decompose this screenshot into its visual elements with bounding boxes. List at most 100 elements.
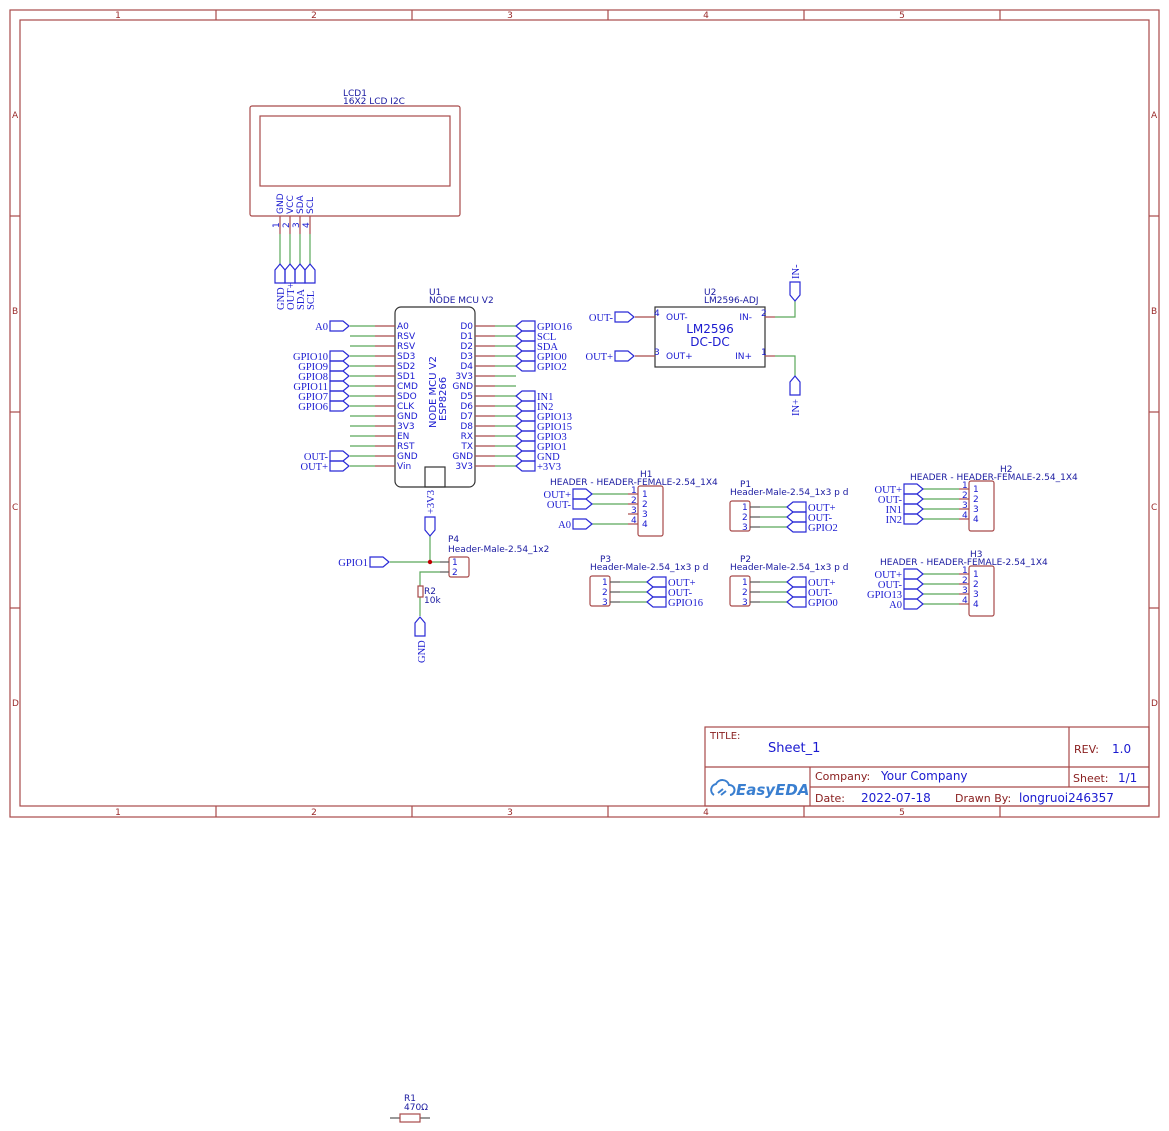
net-flag-gnd[interactable]: GND [414, 616, 428, 663]
p1-pin-num: 1 [742, 503, 748, 513]
net-flag-p1-gpio2[interactable]: GPIO2 [786, 521, 838, 534]
net-flag-p3-out-[interactable]: OUT- [646, 586, 693, 599]
net-flag-3v3[interactable]: +3V3 [424, 490, 437, 537]
net-flag-gpio1[interactable]: GPIO1 [338, 556, 390, 569]
net-flag-gpio11[interactable]: GPIO11 [293, 380, 350, 393]
p4-value: Header-Male-2.54_1x2 [448, 545, 549, 555]
svg-text:GPIO16: GPIO16 [537, 322, 572, 333]
net-flag-gpio0[interactable]: GPIO0 [515, 350, 567, 363]
p1-pin-num: 3 [742, 523, 748, 533]
sheet-label: Sheet: [1073, 772, 1109, 785]
net-flag-in1[interactable]: IN1 [515, 390, 553, 403]
svg-text:GPIO1: GPIO1 [338, 558, 368, 569]
net-flag-h3-out+[interactable]: OUT+ [874, 568, 924, 581]
r1-component[interactable]: R1 470Ω [390, 1094, 430, 1123]
net-flag-h2-in1[interactable]: IN1 [886, 503, 924, 516]
net-flag-h3-gpio13[interactable]: GPIO13 [867, 588, 924, 601]
net-flag-h1-out+[interactable]: OUT+ [543, 488, 593, 501]
net-flag-u2-out-[interactable]: OUT- [589, 311, 635, 324]
net-flag-p1-out+[interactable]: OUT+ [786, 501, 836, 514]
net-flag-a0[interactable]: A0 [315, 320, 350, 333]
net-flag-gpio16[interactable]: GPIO16 [515, 320, 572, 333]
svg-text:SCL: SCL [537, 332, 556, 343]
net-flag-gpio6[interactable]: GPIO6 [298, 400, 350, 413]
net-flag-h1-out-[interactable]: OUT- [547, 498, 593, 511]
net-flag-out-[interactable]: OUT- [304, 450, 350, 463]
svg-text:GPIO1: GPIO1 [537, 442, 567, 453]
net-flag-lcd-sda[interactable]: SDA [294, 263, 307, 310]
u1-left-pin-name: CLK [397, 402, 415, 412]
net-flag-p2-out+[interactable]: OUT+ [786, 576, 836, 589]
sheet-title: Sheet_1 [768, 741, 820, 756]
cloud-link-icon [710, 779, 736, 796]
net-flag-in2[interactable]: IN2 [515, 400, 553, 413]
lcd-pin-name: SCL [306, 197, 316, 214]
p1-ref: P1 [740, 480, 751, 490]
net-flag-in-plus[interactable]: IN+ [789, 375, 802, 416]
net-flag-gnd[interactable]: GND [515, 450, 560, 463]
net-flag-out+[interactable]: OUT+ [300, 460, 350, 473]
p4-r2-circuit[interactable]: P4 Header-Male-2.54_1x2 1 2 R2 10k GPIO1… [338, 490, 549, 663]
net-flag-p1-out-[interactable]: OUT- [786, 511, 833, 524]
net-flag-p3-gpio16[interactable]: GPIO16 [646, 596, 703, 609]
svg-text:OUT+: OUT+ [543, 490, 571, 501]
net-flag-gpio1[interactable]: GPIO1 [515, 440, 567, 453]
lcd1-component[interactable]: LCD1 16X2 LCD I2C GND1GNDVCC2OUT+SDA3SDA… [249, 89, 461, 310]
net-flag-gpio9[interactable]: GPIO9 [298, 360, 350, 373]
h3-pin-num: 2 [962, 576, 968, 586]
net-flag-in-minus[interactable]: IN- [789, 264, 802, 302]
net-flag-sda[interactable]: SDA [515, 340, 558, 353]
svg-text:GPIO16: GPIO16 [668, 598, 703, 609]
net-flag-gpio2[interactable]: GPIO2 [515, 360, 567, 373]
svg-text:OUT-: OUT- [304, 452, 329, 463]
net-flag-p2-out-[interactable]: OUT- [786, 586, 833, 599]
h3-pin-num: 3 [962, 586, 968, 596]
u1-right-pin-name: D1 [460, 332, 473, 342]
svg-text:OUT+: OUT+ [585, 352, 613, 363]
net-flag-gpio13[interactable]: GPIO13 [515, 410, 572, 423]
net-flag-+3v3[interactable]: +3V3 [515, 460, 561, 473]
net-flag-p3-out+[interactable]: OUT+ [646, 576, 696, 589]
drawn-by-label: Drawn By: [955, 792, 1011, 805]
net-flag-p2-gpio0[interactable]: GPIO0 [786, 596, 838, 609]
u1-left-pin-name: RST [397, 442, 415, 452]
net-flag-scl[interactable]: SCL [515, 330, 556, 343]
net-flag-h2-out+[interactable]: OUT+ [874, 483, 924, 496]
net-flag-h2-out-[interactable]: OUT- [878, 493, 924, 506]
u1-ref: U1 [429, 288, 441, 298]
net-flag-lcd-gnd[interactable]: GND [274, 263, 287, 310]
h2-pin-num: 1 [962, 481, 968, 491]
svg-text:OUT+: OUT+ [808, 578, 836, 589]
u1-left-pin-name: SD2 [397, 362, 415, 372]
u1-left-pin-name: SD3 [397, 352, 415, 362]
h2-pin-num: 4 [962, 511, 968, 521]
frame-row-label-right: C [1151, 503, 1157, 513]
net-flag-gpio10[interactable]: GPIO10 [293, 350, 350, 363]
easyeda-logo: EasyEDA [710, 779, 809, 799]
net-flag-gpio15[interactable]: GPIO15 [515, 420, 572, 433]
net-flag-h3-out-[interactable]: OUT- [878, 578, 924, 591]
u1-nodemcu-component[interactable]: U1 NODE MCU V2 NODE MCU V2 ESP8266 A0A0R… [293, 288, 572, 488]
net-flag-h3-a0[interactable]: A0 [889, 598, 924, 611]
h2-pin-label: 4 [973, 515, 979, 525]
net-flag-lcd-out+[interactable]: OUT+ [284, 263, 297, 310]
h3-pin-label: 4 [973, 600, 979, 610]
p3-pin-num: 2 [602, 588, 608, 598]
net-flag-gpio7[interactable]: GPIO7 [298, 390, 350, 403]
net-flag-lcd-scl[interactable]: SCL [304, 263, 317, 310]
p2-pin-num: 2 [742, 588, 748, 598]
net-flag-u2-out+[interactable]: OUT+ [585, 350, 635, 363]
net-flag-gpio3[interactable]: GPIO3 [515, 430, 567, 443]
net-flag-h2-in2[interactable]: IN2 [886, 513, 924, 526]
net-flag-gpio8[interactable]: GPIO8 [298, 370, 350, 383]
lcd-pin-num: 4 [302, 222, 312, 228]
net-flag-h1-a0[interactable]: A0 [558, 518, 593, 531]
